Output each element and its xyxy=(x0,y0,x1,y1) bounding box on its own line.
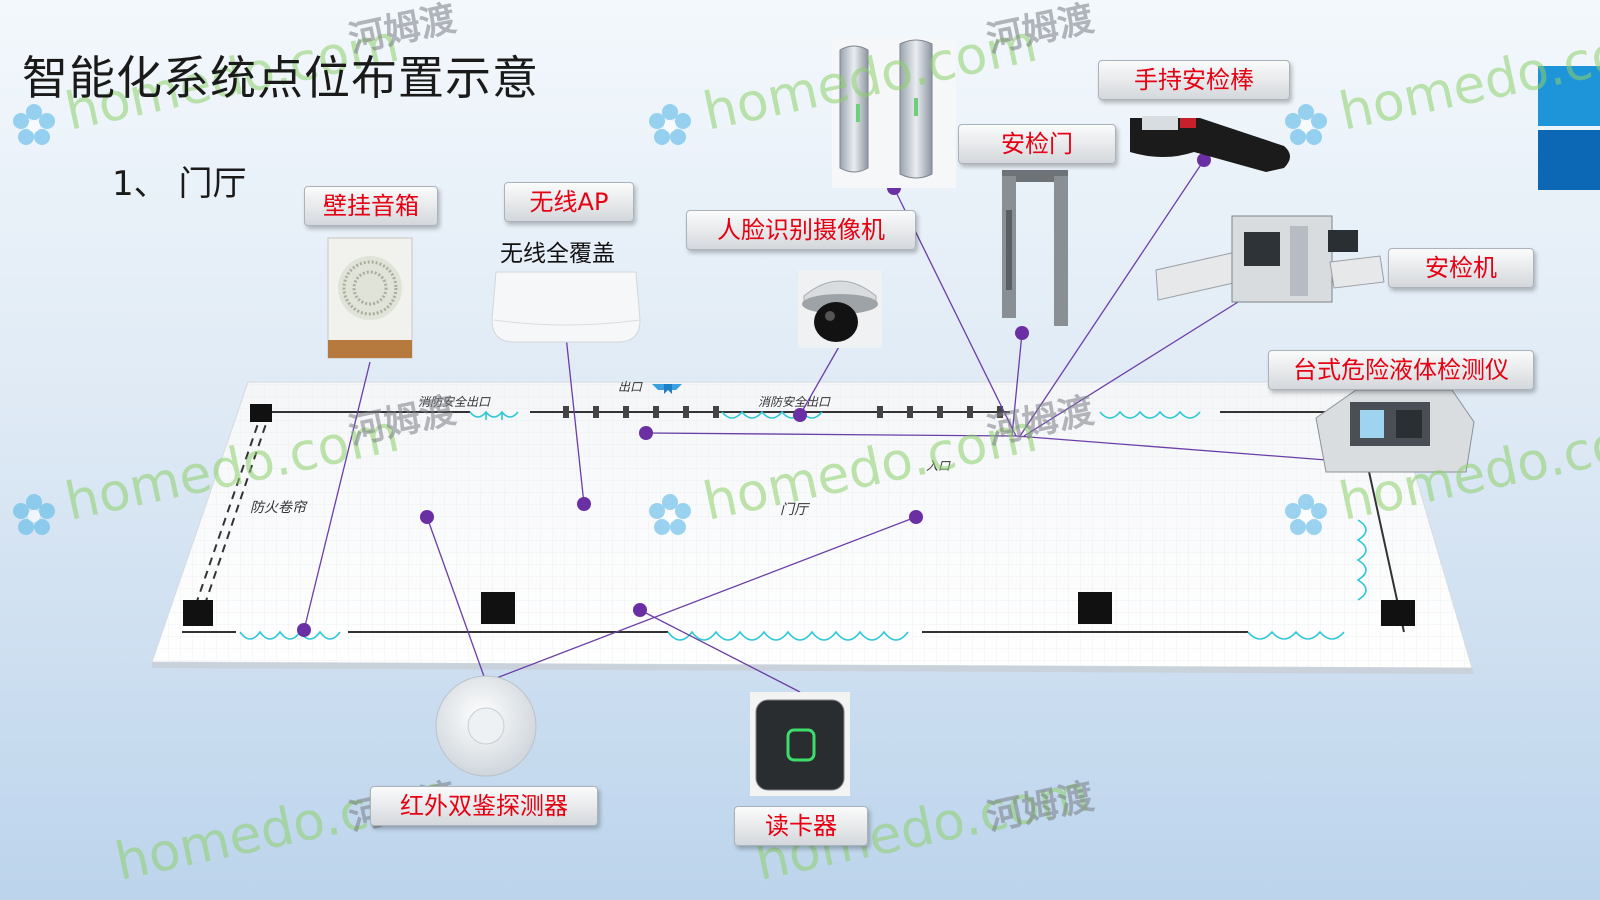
label-xray-machine: 安检机 xyxy=(1388,248,1534,288)
wireless-ap-image xyxy=(491,271,641,343)
turnstile-posts xyxy=(563,406,1003,418)
label-wireless-ap: 无线AP xyxy=(504,182,634,222)
wall-speaker-image xyxy=(327,237,413,359)
label-security-door: 安检门 xyxy=(958,124,1116,164)
side-tab-top xyxy=(1538,66,1600,126)
page-title: 智能化系统点位布置示意 xyxy=(22,51,539,105)
label-handheld-detector: 手持安检棒 xyxy=(1098,60,1290,100)
label-liquid-detector: 台式危险液体检测仪 xyxy=(1268,350,1534,390)
coverage-note: 无线全覆盖 xyxy=(500,241,615,267)
marker-speaker xyxy=(297,623,311,637)
watermark-text: homedo.com xyxy=(1334,404,1600,533)
handheld-detector-image xyxy=(1130,116,1290,172)
label-infrared-detector: 红外双鉴探测器 xyxy=(370,786,598,826)
side-tab-bottom xyxy=(1538,130,1600,190)
watermark-cjk: 河姆渡 xyxy=(345,390,459,453)
marker-entrance-line xyxy=(639,426,653,440)
plan-text-entrance: 入口 xyxy=(926,459,951,473)
marker-security-door xyxy=(1015,326,1029,340)
watermark-cjk: 河姆渡 xyxy=(983,0,1097,61)
glass-door-arcs xyxy=(239,410,1367,641)
watermark-flower-icon xyxy=(13,104,1327,535)
xray-machine-image xyxy=(1155,215,1385,303)
card-reader-image xyxy=(750,692,850,796)
infrared-detector-image xyxy=(435,675,537,777)
dome-camera-image xyxy=(798,270,882,348)
marker-ap xyxy=(577,497,591,511)
label-face-camera: 人脸识别摄像机 xyxy=(686,210,916,250)
plan-text-exit-left: 消防安全出口 xyxy=(418,395,491,409)
watermark-cjk: 河姆渡 xyxy=(983,390,1097,453)
marker-infrared-2 xyxy=(909,510,923,524)
marker-handheld xyxy=(1197,153,1211,167)
turnstile-gate-image xyxy=(832,38,956,188)
marker-camera xyxy=(793,408,807,422)
watermark-text: homedo.com xyxy=(1334,14,1600,143)
exit-arrow-icon xyxy=(652,384,682,394)
label-card-reader: 读卡器 xyxy=(734,806,868,846)
plan-text-exit-right: 消防安全出口 xyxy=(758,395,831,409)
plan-columns xyxy=(183,404,1415,626)
security-door-image xyxy=(1002,170,1068,326)
liquid-detector-image xyxy=(1315,389,1475,473)
plan-text-exit-mid: 出口 xyxy=(618,380,643,394)
label-wall-speaker: 壁挂音箱 xyxy=(304,186,438,226)
section-subtitle: 1、 门厅 xyxy=(112,164,247,204)
plan-text-hall: 门厅 xyxy=(780,502,811,518)
marker-infrared-1 xyxy=(420,510,434,524)
marker-card-reader xyxy=(633,603,647,617)
plan-text-shutter: 防火卷帘 xyxy=(250,500,308,516)
